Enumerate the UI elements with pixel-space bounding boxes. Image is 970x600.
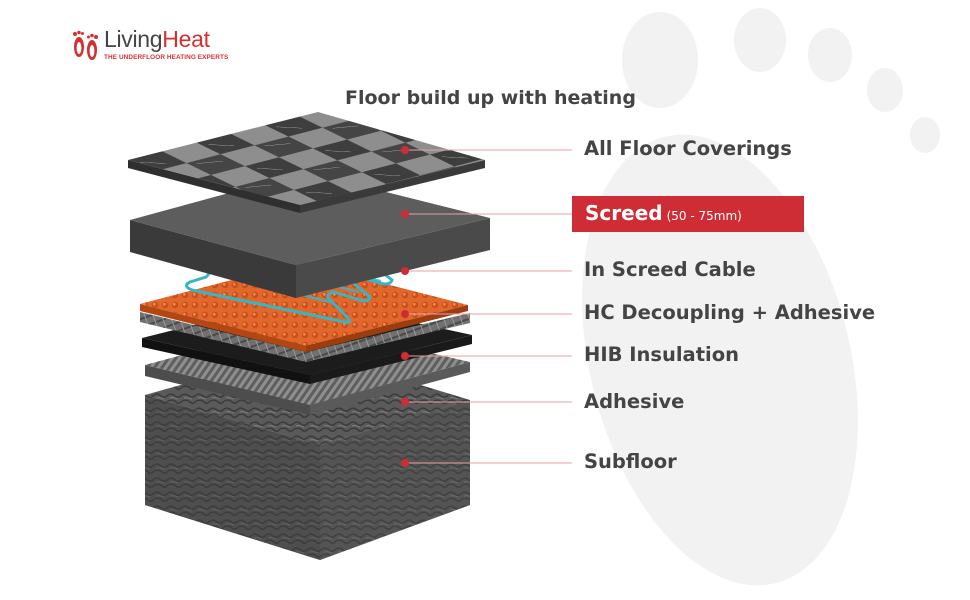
label-adhesive: Adhesive bbox=[584, 390, 685, 413]
label-subfloor: Subfloor bbox=[584, 450, 677, 473]
marker-floor-coverings bbox=[401, 146, 409, 154]
layer-markers bbox=[401, 146, 409, 467]
marker-in-screed-cable bbox=[401, 267, 409, 275]
marker-screed bbox=[401, 210, 409, 218]
layer-hc-decoupling-shape bbox=[140, 262, 470, 362]
brand-name-living: Living bbox=[104, 26, 163, 52]
marker-adhesive bbox=[401, 398, 409, 406]
label-hc-decoupling: HC Decoupling + Adhesive bbox=[584, 301, 876, 324]
marker-hc-decoupling bbox=[401, 310, 409, 318]
marker-hib-insulation bbox=[401, 352, 409, 360]
layer-floor-coverings-shape bbox=[128, 112, 485, 213]
label-screed-text: Screed bbox=[585, 201, 663, 225]
label-screed-note: (50 - 75mm) bbox=[666, 209, 742, 223]
marker-subfloor bbox=[401, 459, 409, 467]
diagram-title: Floor build up with heating bbox=[345, 87, 636, 109]
footprints-icon bbox=[73, 30, 98, 60]
label-in-screed-cable: In Screed Cable bbox=[584, 258, 756, 281]
brand-name-heat: Heat bbox=[162, 26, 210, 52]
brand-logo[interactable]: LivingHeat THE UNDERFLOOR HEATING EXPERT… bbox=[70, 24, 260, 68]
label-floor-coverings: All Floor Coverings bbox=[584, 137, 792, 160]
leader-lines bbox=[405, 149, 572, 464]
brand-wordmark: LivingHeat bbox=[104, 26, 210, 53]
brand-tagline: THE UNDERFLOOR HEATING EXPERTS bbox=[104, 54, 229, 61]
label-screed: Screed(50 - 75mm) bbox=[572, 196, 804, 232]
layer-screed-shape bbox=[130, 172, 490, 298]
label-hib-insulation: HIB Insulation bbox=[584, 343, 739, 366]
